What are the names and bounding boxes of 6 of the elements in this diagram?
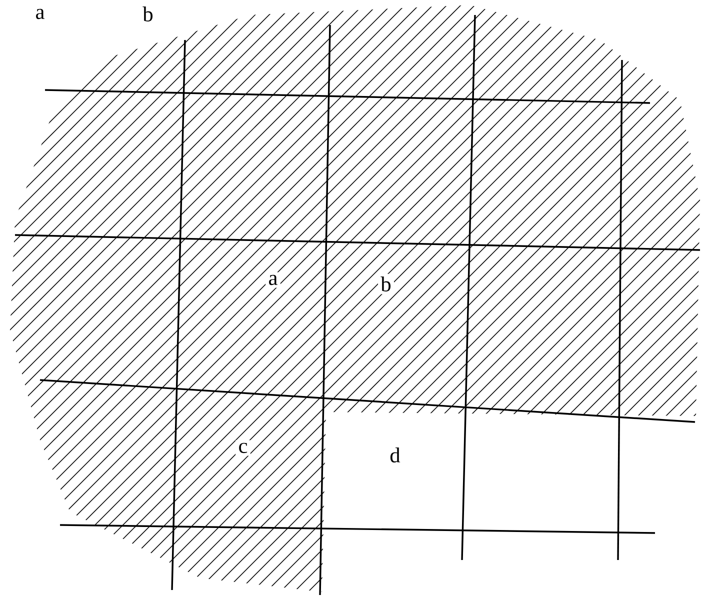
letter-label: b [140,4,156,24]
cell-label: c [236,440,250,456]
letter-label: a [32,6,48,22]
cell-label: d [387,444,403,466]
cell-label: b [378,274,394,294]
cell-label: a [266,272,280,288]
